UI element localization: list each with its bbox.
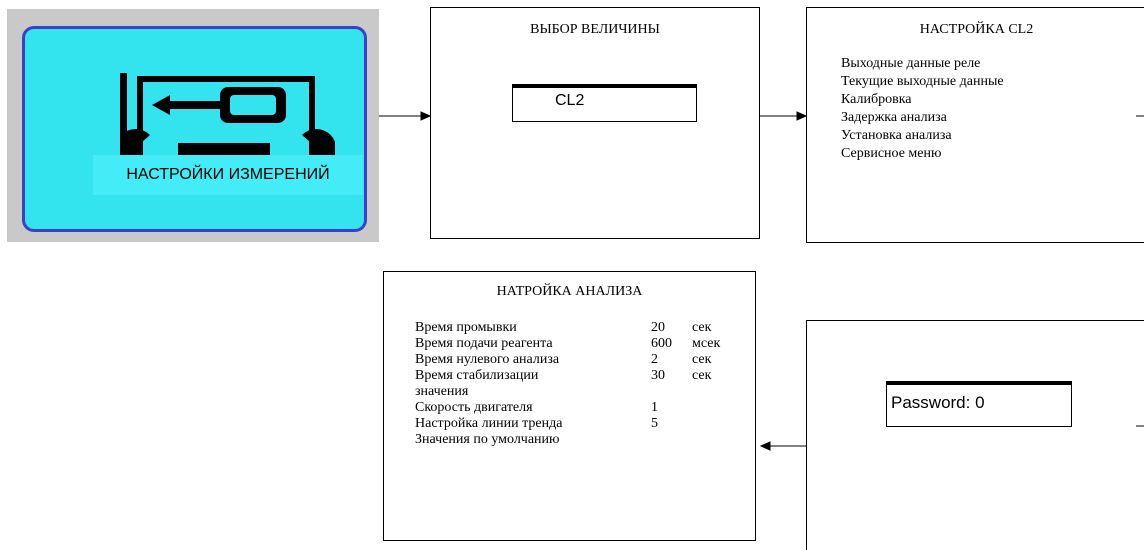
param-unit: сек xyxy=(692,320,712,335)
cl2-select-field[interactable]: CL2 xyxy=(512,84,697,122)
cl2-setup-menu: Выходные данные реле Текущие выходные да… xyxy=(841,55,1004,163)
tile-label: НАСТРОЙКИ ИЗМЕРЕНИЙ xyxy=(93,155,363,195)
param-name: Время нулевого анализа xyxy=(415,352,560,367)
param-row[interactable]: Время промывки 20 сек xyxy=(415,320,732,336)
param-row[interactable]: Время нулевого анализа 2 сек xyxy=(415,352,732,368)
menu-item-service-menu[interactable]: Сервисное меню xyxy=(841,146,942,161)
measurement-settings-tile[interactable]: 2 НАСТРОЙКИ ИЗМЕРЕНИЙ xyxy=(7,9,379,242)
param-unit: мсек xyxy=(692,336,721,351)
param-row[interactable]: Время стабилизации значения 30 сек xyxy=(415,368,732,400)
tile-panel: 2 НАСТРОЙКИ ИЗМЕРЕНИЙ xyxy=(22,26,367,232)
param-name: Значения по умолчанию xyxy=(415,432,560,447)
arrow-head xyxy=(420,111,432,121)
password-screen: Password: 0 xyxy=(806,320,1144,550)
param-value: 2 xyxy=(651,352,658,367)
menu-item-calibration[interactable]: Калибровка xyxy=(841,92,912,107)
analysis-setup-title: НАТРОЙКА АНАЛИЗА xyxy=(496,284,643,299)
arrow-head xyxy=(796,111,808,121)
cl2-setup-title: НАСТРОЙКА CL2 xyxy=(919,22,1034,37)
value-select-screen: ВЫБОР ВЕЛИЧИНЫ CL2 xyxy=(430,7,760,239)
param-value: 1 xyxy=(651,400,658,415)
param-value: 30 xyxy=(651,368,665,383)
menu-item-analysis-setup[interactable]: Установка анализа xyxy=(841,128,952,143)
menu-item-analysis-delay[interactable]: Задержка анализа xyxy=(841,110,947,125)
param-name: Время подачи реагента xyxy=(415,336,553,351)
value-select-title: ВЫБОР ВЕЛИЧИНЫ xyxy=(530,22,660,37)
param-name: Время стабилизации значения xyxy=(415,368,539,399)
arrow-head xyxy=(759,441,771,451)
cl2-setup-screen: НАСТРОЙКА CL2 Выходные данные реле Текущ… xyxy=(806,7,1144,243)
param-name: Время промывки xyxy=(415,320,517,335)
param-row[interactable]: Скорость двигателя 1 xyxy=(415,400,732,416)
param-row[interactable]: Настройка линии тренда 5 xyxy=(415,416,732,432)
menu-item-current-output[interactable]: Текущие выходные данные xyxy=(841,74,1004,89)
param-unit: сек xyxy=(692,368,712,383)
param-value: 5 xyxy=(651,416,658,431)
param-name: Настройка линии тренда xyxy=(415,416,563,431)
password-field[interactable]: Password: 0 xyxy=(886,381,1072,427)
analysis-setup-screen: НАТРОЙКА АНАЛИЗА Время промывки 20 сек Вре… xyxy=(383,271,756,541)
analysis-params-table: Время промывки 20 сек Время подачи реагент… xyxy=(415,320,732,448)
param-value: 20 xyxy=(651,320,665,335)
param-name: Скорость двигателя xyxy=(415,400,533,415)
param-unit: сек xyxy=(692,352,712,367)
param-value: 600 xyxy=(651,336,672,351)
param-row[interactable]: Время подачи реагента 600 мсек xyxy=(415,336,732,352)
param-row[interactable]: Значения по умолчанию xyxy=(415,432,732,448)
menu-item-relay-output[interactable]: Выходные данные реле xyxy=(841,56,981,71)
